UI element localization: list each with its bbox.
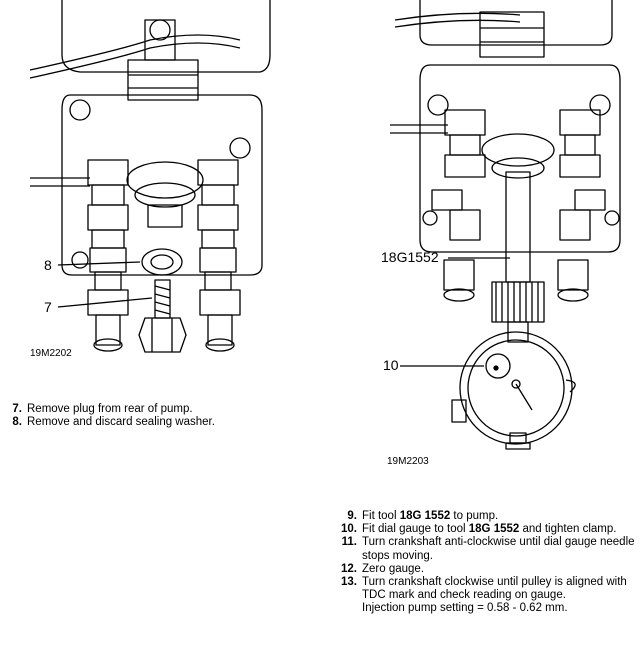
callout-7: 7 xyxy=(44,299,52,315)
step-number: 9. xyxy=(347,510,357,522)
figure-ref-left: 19M2202 xyxy=(30,348,72,359)
injection-setting-note: Injection pump setting = 0.58 - 0.62 mm. xyxy=(362,602,568,615)
steps-left-list: 7. Remove plug from rear of pump. 8. Rem… xyxy=(0,403,300,429)
step-text: Remove plug from rear of pump. xyxy=(27,403,193,415)
step-12: 12. Zero gauge. xyxy=(335,563,635,576)
callout-8: 8 xyxy=(44,257,52,273)
step-text-pre: Fit tool xyxy=(362,510,400,522)
step-text-post: and tighten clamp. xyxy=(519,523,617,536)
step-number: 8. xyxy=(12,416,22,429)
step-number: 11. xyxy=(341,536,357,549)
step-11: 11. Turn crankshaft anti-clockwise until… xyxy=(335,536,635,562)
step-number: 13. xyxy=(341,576,357,589)
callout-10: 10 xyxy=(383,357,399,373)
figure-ref-right: 19M2203 xyxy=(387,456,429,467)
step-text-pre: Fit dial gauge to tool xyxy=(362,523,469,536)
step-text: Remove and discard sealing washer. xyxy=(27,416,215,429)
step-text: Turn crankshaft clockwise until pulley i… xyxy=(362,576,627,602)
step-10: 10. Fit dial gauge to tool 18G 1552 and … xyxy=(335,523,635,536)
step-text: Turn crankshaft anti-clockwise until dia… xyxy=(362,536,635,562)
step-9: 9. Fit tool 18G 1552 to pump. xyxy=(335,510,635,523)
callout-18g1552: 18G1552 xyxy=(381,249,439,265)
step-7: 7. Remove plug from rear of pump. xyxy=(0,403,300,416)
dial-gauge-fitting-illustration xyxy=(390,0,621,450)
step-text: Fit tool 18G 1552 to pump. xyxy=(362,510,498,523)
pump-plug-removal-illustration xyxy=(29,0,271,353)
step-number: 12. xyxy=(341,562,357,575)
step-text-post: to pump. xyxy=(450,510,499,522)
step-text: Zero gauge. xyxy=(362,562,425,575)
steps-right-list: 9. Fit tool 18G 1552 to pump. 10. Fit di… xyxy=(335,510,635,616)
step-8: 8. Remove and discard sealing washer. xyxy=(0,416,300,429)
tool-number: 18G 1552 xyxy=(468,523,520,536)
step-number: 7. xyxy=(12,403,22,415)
step-13: 13. Turn crankshaft clockwise until pull… xyxy=(335,576,635,602)
tool-number: 18G 1552 xyxy=(399,510,451,522)
step-text: Fit dial gauge to tool 18G 1552 and tigh… xyxy=(362,523,616,536)
step-number: 10. xyxy=(341,523,357,536)
